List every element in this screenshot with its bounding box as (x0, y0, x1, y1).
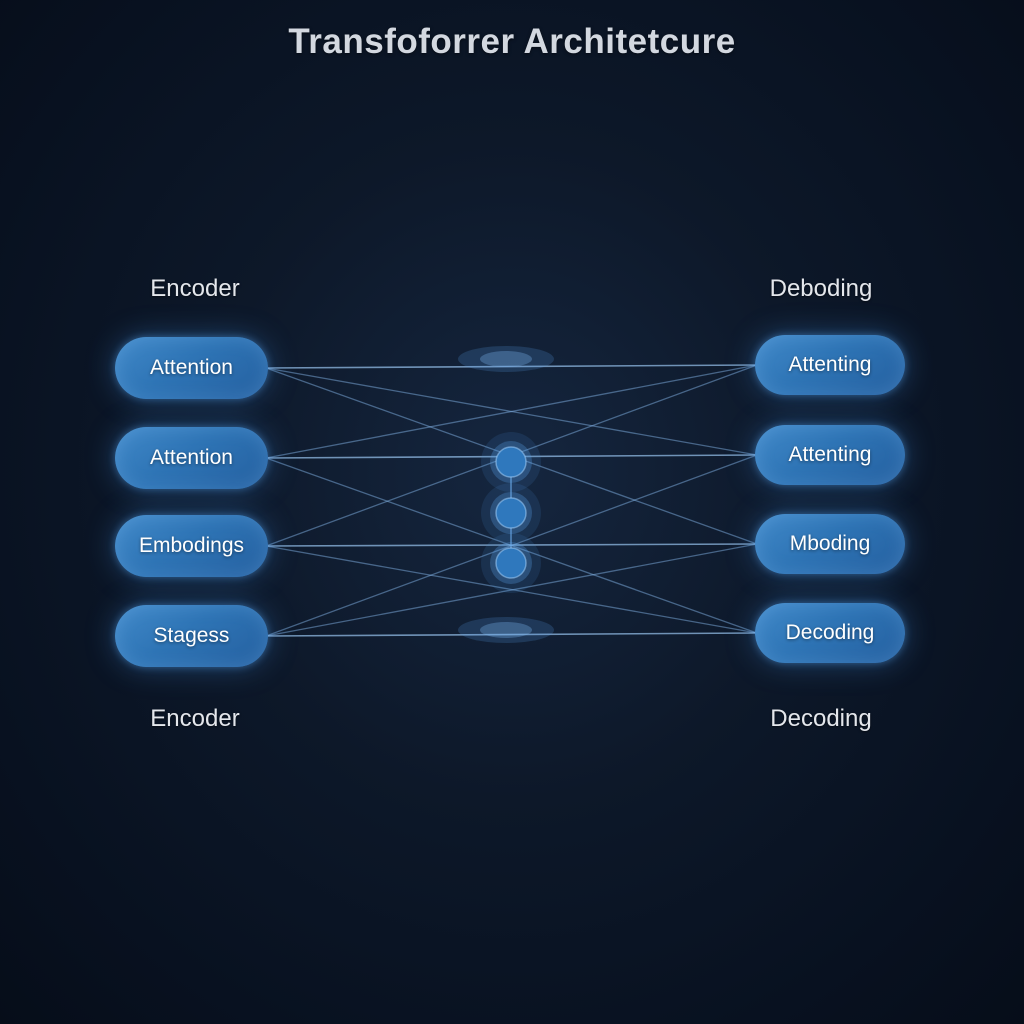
node-label: Attention (150, 446, 233, 469)
node-label: Attenting (788, 443, 872, 466)
encoder-node-attention-1: Attention (115, 337, 268, 399)
decoder-bottom-label: Decoding (770, 705, 872, 732)
encoder-top-label: Encoder (150, 275, 240, 302)
decoder-node-decoding: Decoding (755, 603, 905, 663)
node-label: Decoding (785, 621, 875, 644)
decoder-node-attention-1: Attenting (755, 335, 905, 395)
decoder-top-label: Deboding (769, 275, 873, 302)
diagram-title: Transfoforrer Architetcure (288, 22, 736, 61)
node-label: Embodings (138, 534, 245, 557)
decoder-node-attention-2: Attenting (755, 425, 905, 485)
node-label: Stagess (153, 624, 230, 647)
node-label: Attenting (788, 353, 872, 376)
node-label: Mboding (789, 532, 871, 555)
encoder-node-embeddings: Embodings (115, 515, 268, 577)
decoder-node-embedding: Mboding (755, 514, 905, 574)
encoder-node-attention-2: Attention (115, 427, 268, 489)
center-nodes (481, 432, 541, 593)
node-label: Attention (150, 356, 233, 379)
glow-spots (458, 346, 554, 643)
encoder-bottom-label: Encoder (150, 705, 240, 732)
encoder-node-stages: Stagess (115, 605, 268, 667)
